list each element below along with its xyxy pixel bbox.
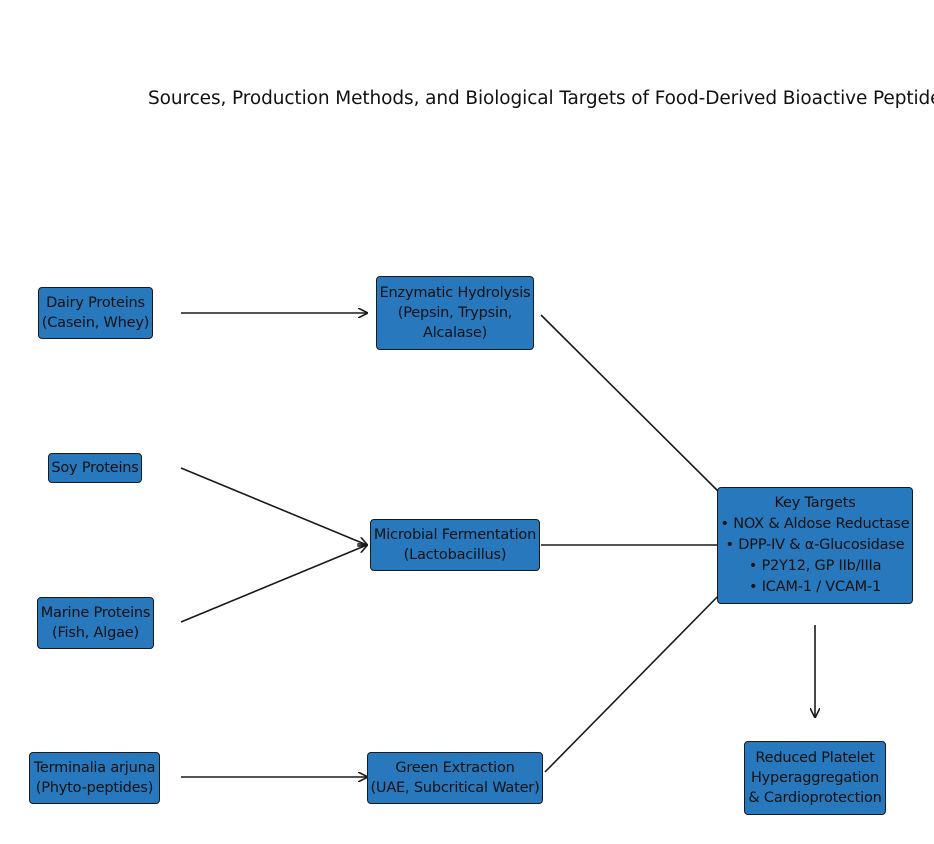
- node-dairy-line-2: (Casein, Whey): [41, 315, 150, 331]
- node-targets-line-2: • NOX & Aldose Reductase: [720, 516, 910, 532]
- node-microbial-fermentation: Microbial Fermentation (Lactobacillus): [370, 519, 540, 571]
- node-targets-line-5: • ICAM-1 / VCAM-1: [748, 579, 882, 595]
- node-green-line-2: (UAE, Subcritical Water): [370, 780, 540, 796]
- node-soy-proteins: Soy Proteins: [48, 453, 142, 483]
- arrow-marine-to-microbe: [180, 545, 367, 623]
- node-soy-line-1: Soy Proteins: [51, 460, 139, 476]
- node-targets-line-4: • P2Y12, GP IIb/IIIa: [748, 558, 882, 574]
- node-enzyme-line-3: Alcalase): [422, 325, 488, 341]
- node-enzymatic-hydrolysis: Enzymatic Hydrolysis (Pepsin, Trypsin, A…: [376, 276, 534, 350]
- node-key-targets: Key Targets • NOX & Aldose Reductase • D…: [717, 487, 913, 604]
- arrow-green-to-targets: [544, 587, 727, 773]
- node-reduced-platelet-outcome: Reduced Platelet Hyperaggregation & Card…: [744, 741, 886, 815]
- node-outcome-line-2: Hyperaggregation: [750, 770, 880, 786]
- node-arjuna-line-1: Terminalia arjuna: [33, 760, 156, 776]
- node-targets-line-3: • DPP-IV & α-Glucosidase: [725, 537, 905, 553]
- node-microbe-line-1: Microbial Fermentation: [373, 527, 537, 543]
- node-marine-proteins: Marine Proteins (Fish, Algae): [37, 597, 154, 649]
- node-green-line-1: Green Extraction: [395, 760, 515, 776]
- node-outcome-line-1: Reduced Platelet: [755, 750, 875, 766]
- arrow-soy-to-microbe: [180, 467, 367, 545]
- diagram-title: Sources, Production Methods, and Biologi…: [148, 88, 934, 109]
- node-marine-line-2: (Fish, Algae): [52, 625, 139, 641]
- node-green-extraction: Green Extraction (UAE, Subcritical Water…: [367, 752, 543, 804]
- node-enzyme-line-1: Enzymatic Hydrolysis: [379, 285, 531, 301]
- node-enzyme-line-2: (Pepsin, Trypsin,: [397, 305, 513, 321]
- node-microbe-line-2: (Lactobacillus): [403, 547, 507, 563]
- node-outcome-line-3: & Cardioprotection: [748, 790, 882, 806]
- node-targets-line-1: Key Targets: [774, 495, 856, 511]
- node-marine-line-1: Marine Proteins: [40, 605, 151, 621]
- node-dairy-line-1: Dairy Proteins: [46, 295, 145, 311]
- node-dairy-proteins: Dairy Proteins (Casein, Whey): [38, 287, 153, 339]
- node-arjuna-line-2: (Phyto-peptides): [35, 780, 154, 796]
- arrow-enzyme-to-targets: [540, 314, 727, 500]
- node-terminalia-arjuna: Terminalia arjuna (Phyto-peptides): [29, 752, 160, 804]
